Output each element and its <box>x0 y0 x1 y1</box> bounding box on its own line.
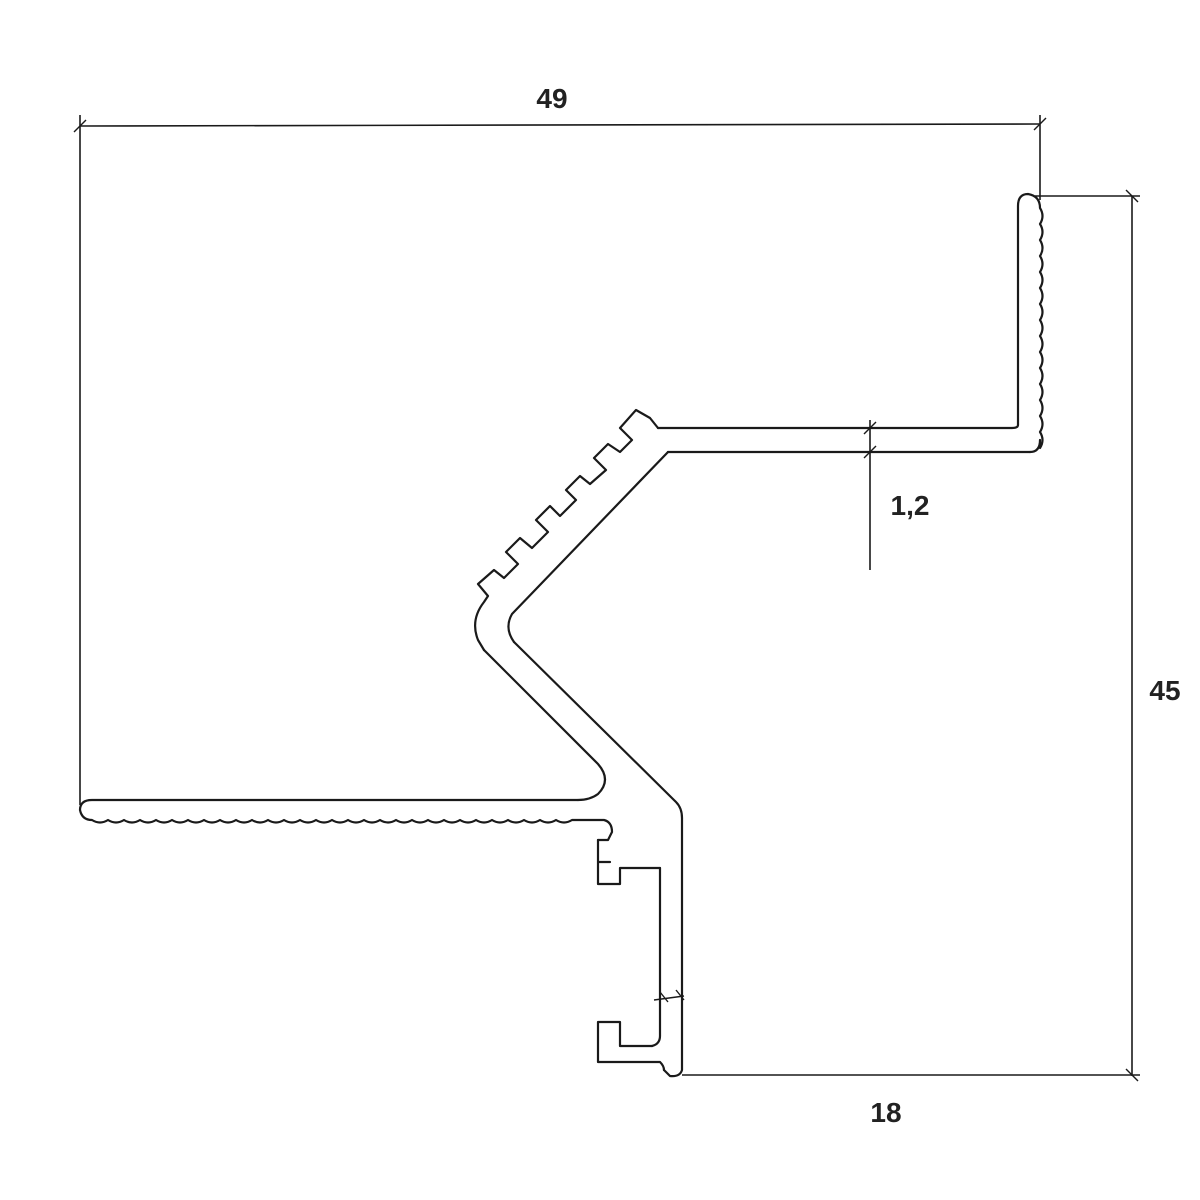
width-tick-right <box>1033 117 1047 131</box>
width-dimension-line <box>79 123 1041 127</box>
height-tick-top <box>1125 189 1139 203</box>
bottom-shelf <box>78 798 614 842</box>
leg-thickness-tick-left <box>659 991 669 1003</box>
width-label: 49 <box>536 83 567 114</box>
vertical-leg-outer <box>662 816 684 1078</box>
bottom-dimension: 18 <box>870 1097 901 1128</box>
vertical-leg-inner <box>650 866 662 1048</box>
height-tick-bottom <box>1125 1068 1139 1082</box>
width-dimension: 49 <box>73 83 1047 805</box>
upper-hook <box>596 838 662 886</box>
leg-thickness-tick-right <box>675 989 685 1001</box>
top-web <box>656 423 1020 430</box>
right-flange <box>1016 192 1044 454</box>
height-dimension: 45 <box>682 189 1181 1082</box>
aluminium-profile <box>78 192 1044 1078</box>
thickness-dimension: 1,2 <box>863 420 930 570</box>
bottom-length-label: 18 <box>870 1097 901 1128</box>
height-label: 45 <box>1149 675 1180 706</box>
lower-hook <box>596 1020 666 1072</box>
width-tick-left <box>73 119 87 133</box>
lower-diagonal-outer <box>482 648 607 802</box>
upper-diagonal-teeth <box>473 408 660 652</box>
leg-thickness-mark <box>653 995 685 1001</box>
upper-diagonal-inner <box>507 450 670 644</box>
lower-diagonal-inner <box>512 640 684 820</box>
thickness-label: 1,2 <box>891 490 930 521</box>
